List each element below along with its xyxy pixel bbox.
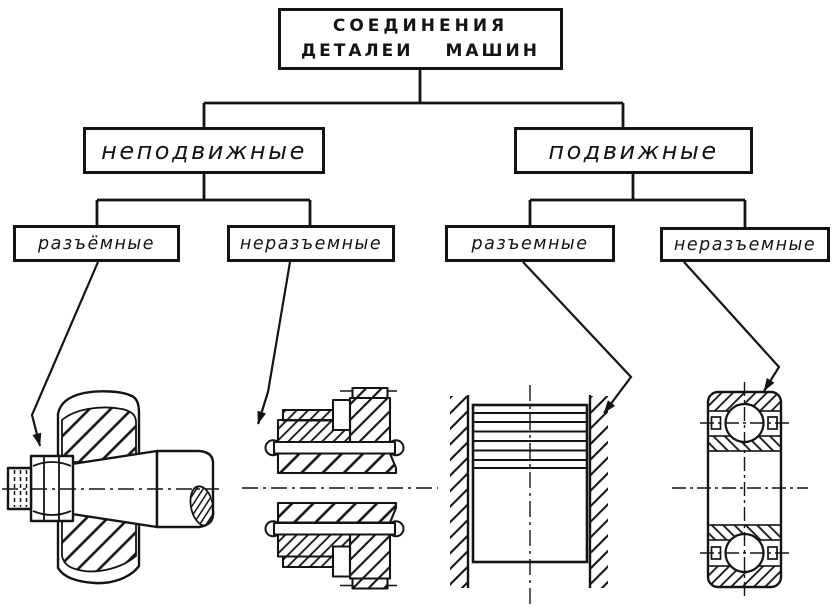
node-movable-permanent-label: неразъемные	[673, 234, 817, 255]
node-fixed-label: неподвижные	[101, 136, 307, 165]
notch-upper	[331, 398, 352, 432]
disc-cap-upper	[351, 386, 389, 400]
node-movable-permanent: неразъемные	[660, 227, 830, 262]
root-title-word-machines: МАШИН	[445, 41, 540, 61]
node-fixed-joints: неподвижные	[83, 127, 325, 174]
leader-arrow-1	[30, 261, 100, 447]
node-fixed-permanent-label: неразъемные	[239, 233, 383, 254]
wall-hatch-upper	[61, 406, 137, 463]
bearing-centerlines	[672, 382, 808, 598]
cylinder-wall-right-hatch	[590, 396, 608, 588]
hub-hatch-upper	[276, 452, 398, 475]
root-title-line2: ДЕТАЛЕИ МАШИН	[301, 39, 540, 64]
rivet-band-upper	[272, 440, 397, 455]
node-fixed-detachable-label: разъёмные	[38, 233, 155, 254]
node-fixed-permanent: неразъемные	[227, 225, 395, 262]
node-movable-detachable-label: разъемные	[471, 233, 589, 254]
leader-arrow-4	[683, 261, 781, 392]
node-movable-joints: подвижные	[514, 127, 753, 174]
taper-cone	[70, 449, 159, 529]
shaft-break-section	[189, 485, 215, 527]
leader-arrow-3	[522, 261, 633, 414]
leader-arrows	[30, 261, 781, 447]
hub-hatch-lower	[276, 501, 398, 524]
bolt-thread-lines	[13, 470, 28, 507]
riveted-hub-joint-drawing	[242, 386, 438, 590]
cylinder-wall-left-hatch	[450, 396, 468, 588]
flange-cap-upper	[281, 408, 335, 422]
rivet-band-lower	[272, 521, 397, 536]
disc-block-upper	[348, 396, 392, 444]
notch-lower	[331, 545, 352, 578]
ball-bearing-drawing	[672, 382, 808, 598]
tree-connectors	[95, 70, 747, 227]
root-title-word-details: ДЕТАЛЕИ	[301, 41, 414, 61]
node-movable-detachable: разъемные	[445, 225, 615, 262]
node-movable-label: подвижные	[548, 136, 719, 165]
disc-cap-lower	[351, 577, 389, 590]
flange-cap-lower	[281, 555, 335, 569]
piston-in-cylinder-drawing	[450, 385, 608, 604]
leader-arrow-2	[256, 261, 292, 425]
node-fixed-detachable: разъёмные	[13, 225, 180, 262]
disc-block-lower	[348, 533, 392, 580]
node-root: СОЕДИНЕНИЯ ДЕТАЛЕИ МАШИН	[278, 8, 563, 70]
bolted-taper-pin-joint-drawing	[2, 390, 219, 585]
wall-hatch-lower	[61, 513, 137, 573]
root-title-line1: СОЕДИНЕНИЯ	[332, 16, 509, 36]
